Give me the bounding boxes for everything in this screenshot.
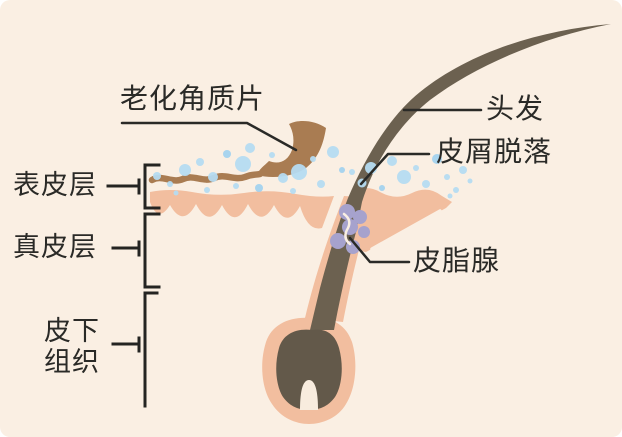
hair-shaft — [310, 24, 611, 330]
bubble — [208, 172, 218, 182]
label-sebaceous-gland: 皮脂腺 — [413, 244, 501, 277]
sebaceous-gland-crease — [342, 212, 352, 246]
bubble — [233, 183, 239, 189]
bubble — [397, 170, 411, 184]
epidermis-band-right-gap — [370, 209, 442, 251]
dandruff-bubbles — [153, 143, 473, 199]
layer-brackets — [106, 163, 161, 408]
label-dermis: 真皮层 — [13, 232, 97, 263]
sebaceous-gland-lobe — [339, 204, 355, 220]
bubble — [339, 167, 345, 173]
bubble — [223, 150, 231, 158]
keratin-flake — [257, 120, 326, 177]
leader-sebaceous-gland — [348, 236, 411, 264]
bubble — [447, 193, 453, 199]
bracket-dermis-body — [143, 212, 161, 289]
bubble — [204, 187, 210, 193]
bubble — [444, 174, 450, 180]
leader-lines — [120, 108, 483, 264]
leader-aged-keratin-flake — [120, 121, 298, 152]
sebaceous-gland-lobe — [330, 233, 346, 249]
bubble — [278, 173, 288, 183]
bubble — [349, 169, 355, 175]
label-dandruff-shedding: 皮屑脱落 — [436, 135, 553, 168]
bubble — [453, 187, 459, 193]
label-hair: 头发 — [486, 92, 545, 125]
bubble — [387, 156, 397, 166]
bubble — [379, 185, 385, 191]
bubble — [245, 143, 255, 153]
epidermis-band-right — [352, 188, 452, 252]
bubble — [310, 156, 316, 162]
bubble — [467, 178, 473, 184]
bubble — [235, 156, 251, 172]
bubble — [255, 184, 263, 192]
sebaceous-gland-lobe — [353, 210, 367, 224]
hair-bulb — [276, 329, 342, 410]
bubble — [459, 166, 467, 174]
bubble — [422, 180, 430, 188]
label-subcutaneous-tissue: 皮下组织 — [44, 316, 100, 379]
bubble — [179, 164, 191, 176]
bracket-subcutaneous — [111, 291, 159, 408]
bracket-subcutaneous-body — [143, 291, 159, 408]
bubble — [269, 152, 275, 158]
bubble — [317, 180, 325, 188]
leader-dandruff-shedding — [359, 152, 431, 186]
bubble — [153, 172, 161, 180]
bubble — [167, 181, 173, 187]
bubble — [173, 190, 179, 196]
bubble — [327, 146, 339, 158]
bubble — [196, 158, 204, 166]
label-aged-keratin-flake: 老化角质片 — [120, 82, 266, 115]
bubble — [291, 164, 307, 180]
bracket-epidermis-body — [143, 163, 161, 210]
bracket-dermis — [111, 212, 161, 289]
bubble — [432, 154, 442, 164]
sebaceous-gland-lobe — [358, 226, 370, 238]
bubble — [290, 188, 296, 194]
bubble — [413, 165, 419, 171]
stratum-corneum-ribbon — [148, 170, 264, 184]
bracket-epidermis — [106, 163, 161, 210]
epidermis-band-left — [150, 190, 334, 229]
sebaceous-gland — [330, 204, 370, 254]
dermal-papilla — [300, 380, 318, 410]
label-epidermis: 表皮层 — [13, 170, 97, 201]
